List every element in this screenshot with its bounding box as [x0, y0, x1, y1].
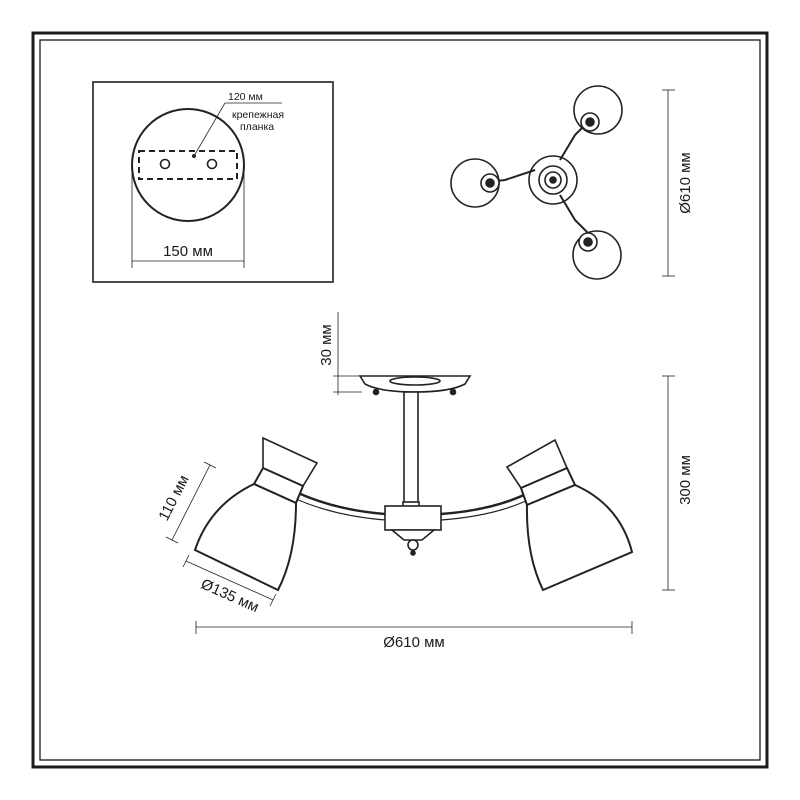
mount-detail-box — [92, 81, 334, 283]
top-arm-3 — [559, 194, 591, 236]
stem — [403, 391, 419, 505]
side-shade-left — [193, 436, 319, 592]
arm-left — [295, 490, 386, 516]
base-diameter-label: 150 мм — [163, 243, 213, 260]
top-view — [450, 85, 675, 280]
top-shade-left — [450, 158, 500, 208]
mounting-plate — [138, 150, 238, 180]
arm-right-inner — [440, 498, 531, 521]
top-hub-inner — [544, 171, 562, 189]
arm-left-inner — [295, 498, 386, 521]
mounting-hole-right — [206, 158, 218, 170]
side-view — [165, 312, 675, 634]
plate-dimension-label: 120 мм — [228, 91, 263, 103]
arm-right — [440, 490, 531, 516]
shade-diameter-label: Ø135 мм — [198, 576, 261, 617]
side-shade-right — [505, 438, 634, 592]
finial — [407, 539, 419, 551]
mount-detail: 120 мм крепежная планка 150 мм — [92, 81, 334, 283]
overall-width-label: Ø610 мм — [383, 634, 445, 651]
side-hub — [384, 505, 442, 531]
canopy-screw-left — [372, 388, 380, 396]
top-shade-upper — [573, 85, 623, 135]
top-hub-outer — [528, 155, 578, 205]
top-diameter-label: Ø610 мм — [677, 152, 694, 214]
plate-caption-1: крепежная — [232, 109, 284, 121]
top-shade-lower — [572, 230, 622, 280]
top-hub-ring — [538, 165, 568, 195]
inner-frame — [39, 39, 761, 761]
shade-height-dimension-line — [171, 464, 211, 541]
canopy-height-label: 30 мм — [318, 324, 335, 365]
mounting-hole-left — [159, 158, 171, 170]
plate-leader-line — [193, 102, 282, 157]
outer-frame — [31, 31, 769, 769]
shade-diameter-dimension-line — [185, 560, 274, 601]
shade-height-label: 110 мм — [155, 472, 192, 523]
top-hub-center — [549, 176, 557, 184]
canopy-screw-right — [449, 388, 457, 396]
total-height-label: 300 мм — [677, 455, 694, 505]
plate-caption-2: планка — [240, 121, 274, 133]
